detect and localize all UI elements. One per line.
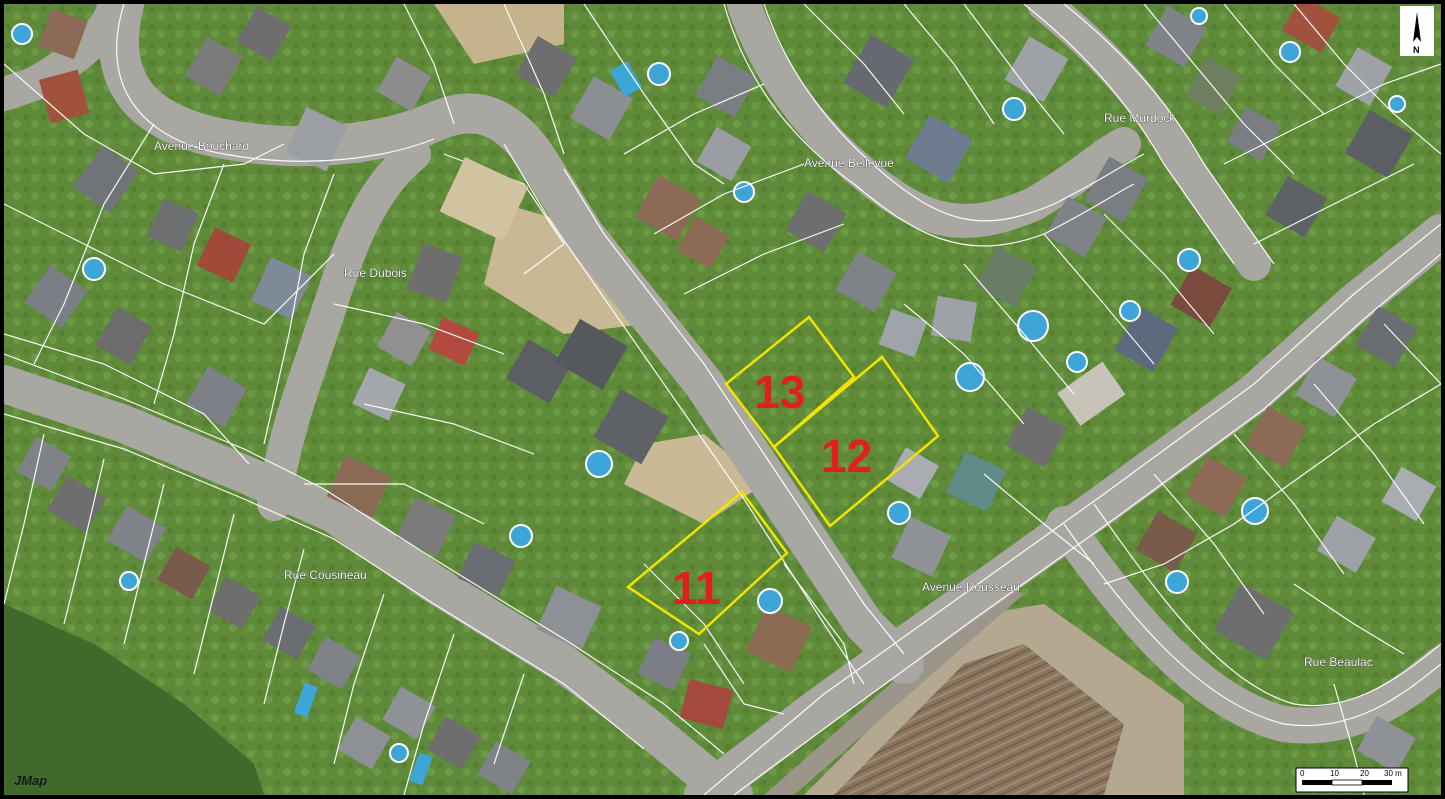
street-label-rue-murdock: Rue Murdock <box>1104 111 1176 125</box>
scale-bar: 0 10 20 30 m <box>1295 767 1409 793</box>
street-label-rue-beaulac: Rue Beaulac <box>1304 655 1373 669</box>
bare-lot <box>484 204 644 334</box>
svg-text:N: N <box>1413 45 1420 55</box>
street-label-avenue-bouchard: Avenue Bouchard <box>154 139 249 153</box>
road-avenue-rousseau <box>684 214 1441 795</box>
scale-tick-label: 20 <box>1360 769 1369 778</box>
lot-13-label[interactable]: 13 <box>754 366 805 418</box>
buildings <box>16 4 1437 795</box>
playground <box>439 157 529 241</box>
street-label-avenue-rousseau: Avenue Rousseau <box>922 580 1020 594</box>
road-rue-dubois <box>257 137 431 521</box>
log-pile <box>834 644 1124 795</box>
scale-tick-label: 30 m <box>1384 769 1402 778</box>
street-label-rue-cousineau: Rue Cousineau <box>284 568 367 582</box>
forest-area <box>4 604 264 795</box>
road-rue-murdock <box>1027 4 1271 281</box>
north-arrow: N <box>1400 6 1434 56</box>
street-label-rue-dubois: Rue Dubois <box>344 266 407 280</box>
pool <box>409 752 433 786</box>
scale-tick-label: 10 <box>1330 769 1339 778</box>
lot-12-outline <box>772 355 940 528</box>
lot-11-outline <box>625 490 789 636</box>
pool <box>293 682 319 718</box>
road-avenue-bouchard-main <box>99 4 924 684</box>
road-avenue-bellevue <box>727 4 1141 238</box>
lot-11-label[interactable]: 11 <box>672 562 721 614</box>
north-arrow-icon <box>1413 12 1421 42</box>
pool <box>609 61 643 97</box>
lot-13-outline <box>724 315 856 449</box>
log-yard-road <box>764 584 1024 795</box>
scale-tick-label: 0 <box>1300 769 1305 778</box>
road-rue-cousineau <box>4 365 753 795</box>
lot-outlines <box>625 315 940 636</box>
lot-12-label[interactable]: 12 <box>821 430 872 482</box>
pools <box>11 7 1406 763</box>
brand-logo: JMap <box>14 773 47 788</box>
street-label-avenue-bellevue: Avenue Bellevue <box>804 156 894 170</box>
map-canvas: 13 12 11 Avenue Bouchard Rue Dubois Aven… <box>4 4 1441 795</box>
parcel-lines <box>4 4 1441 795</box>
